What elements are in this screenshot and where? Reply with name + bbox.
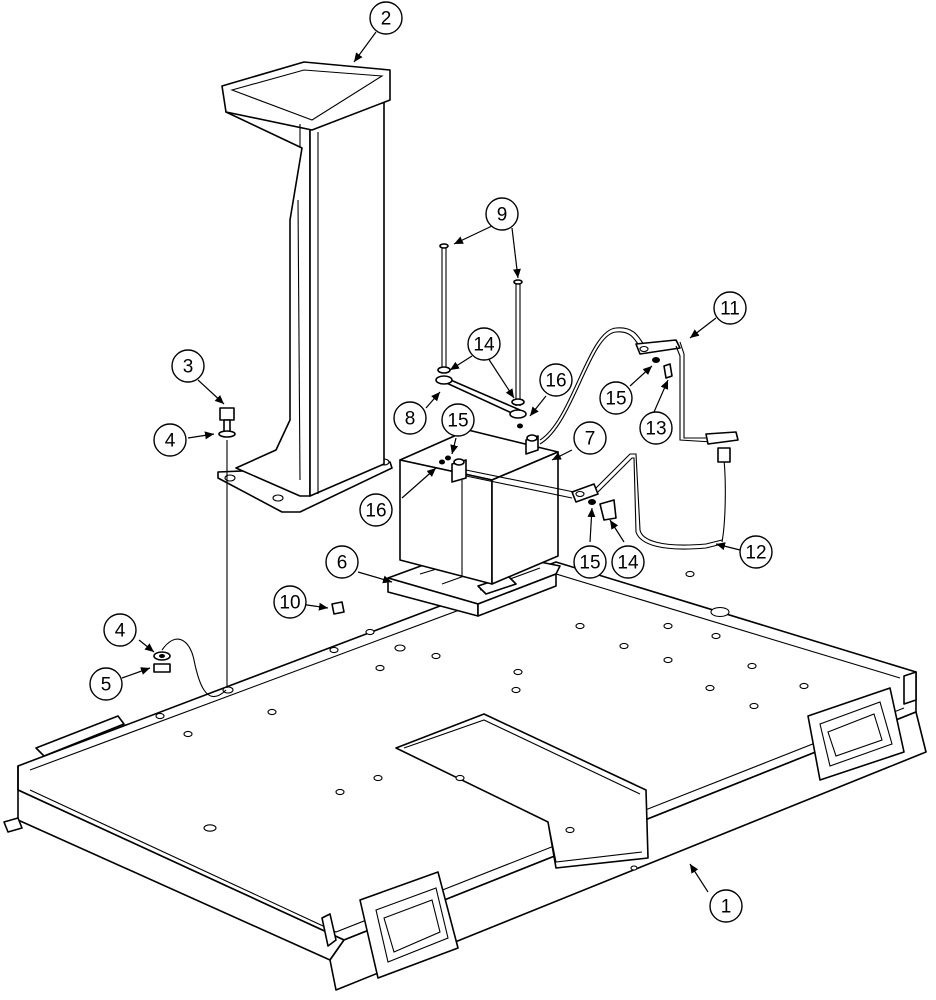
callout-label: 4 xyxy=(165,431,176,452)
callout-5: 5 xyxy=(89,667,123,701)
hold-down-rods xyxy=(435,243,527,419)
bolt-3 xyxy=(218,407,236,688)
washer-4-nut-5 xyxy=(153,638,227,698)
base-plate xyxy=(3,561,927,991)
callout-3: 3 xyxy=(171,349,205,383)
callout-11: 11 xyxy=(713,291,747,325)
callout-15: 15 xyxy=(573,545,607,579)
callout-label: 16 xyxy=(365,501,386,522)
callout-circle xyxy=(539,363,573,397)
callout-10: 10 xyxy=(273,585,307,619)
callout-circle xyxy=(599,381,633,415)
callout-label: 15 xyxy=(605,389,626,410)
callout-circle xyxy=(713,291,747,325)
callout-label: 9 xyxy=(497,205,508,226)
callout-4: 4 xyxy=(103,613,137,647)
callout-label: 14 xyxy=(617,553,639,574)
callout-7: 7 xyxy=(573,421,607,455)
callout-circle xyxy=(393,401,427,435)
callout-circle xyxy=(611,545,645,579)
callout-12: 12 xyxy=(739,535,773,569)
callout-8: 8 xyxy=(393,401,427,435)
callout-circle xyxy=(89,667,123,701)
callout-label: 8 xyxy=(405,409,416,430)
callout-circle xyxy=(369,1,403,35)
callout-label: 7 xyxy=(585,429,596,450)
callout-6: 6 xyxy=(325,545,359,579)
callout-label: 10 xyxy=(279,593,300,614)
callout-15: 15 xyxy=(441,403,475,437)
callout-label: 1 xyxy=(721,897,732,918)
callout-circle xyxy=(467,327,501,361)
callout-1: 1 xyxy=(709,889,743,923)
callout-14: 14 xyxy=(611,545,645,579)
callout-circle xyxy=(359,493,393,527)
callout-label: 12 xyxy=(745,543,766,564)
callout-16: 16 xyxy=(359,493,393,527)
callout-15: 15 xyxy=(599,381,633,415)
callout-circle xyxy=(739,535,773,569)
callout-circle xyxy=(103,613,137,647)
air-duct xyxy=(217,61,393,513)
battery xyxy=(399,423,559,585)
callout-9: 9 xyxy=(485,197,519,231)
callout-label: 14 xyxy=(473,335,495,356)
callout-circle xyxy=(573,545,607,579)
callout-circle xyxy=(485,197,519,231)
callout-label: 6 xyxy=(337,553,348,574)
nut-11 xyxy=(331,601,345,615)
callout-circle xyxy=(153,423,187,457)
callout-label: 5 xyxy=(101,675,112,696)
callout-label: 13 xyxy=(645,419,666,440)
callout-label: 3 xyxy=(183,357,194,378)
callout-circle xyxy=(441,403,475,437)
callout-circle xyxy=(171,349,205,383)
callout-circle xyxy=(573,421,607,455)
callout-2: 2 xyxy=(369,1,403,35)
callout-circle xyxy=(709,889,743,923)
callout-13: 13 xyxy=(639,411,673,445)
callout-circle xyxy=(325,545,359,579)
callout-circle xyxy=(273,585,307,619)
callout-16: 16 xyxy=(539,363,573,397)
callout-label: 16 xyxy=(545,371,566,392)
callout-label: 15 xyxy=(447,411,468,432)
callout-label: 2 xyxy=(381,9,392,30)
callout-label: 15 xyxy=(579,553,600,574)
callout-14: 14 xyxy=(467,327,501,361)
callout-label: 4 xyxy=(115,621,126,642)
callout-circle xyxy=(639,411,673,445)
callout-label: 11 xyxy=(720,299,740,320)
base-plate-holes xyxy=(155,570,809,871)
callout-4: 4 xyxy=(153,423,187,457)
cables xyxy=(465,327,739,550)
